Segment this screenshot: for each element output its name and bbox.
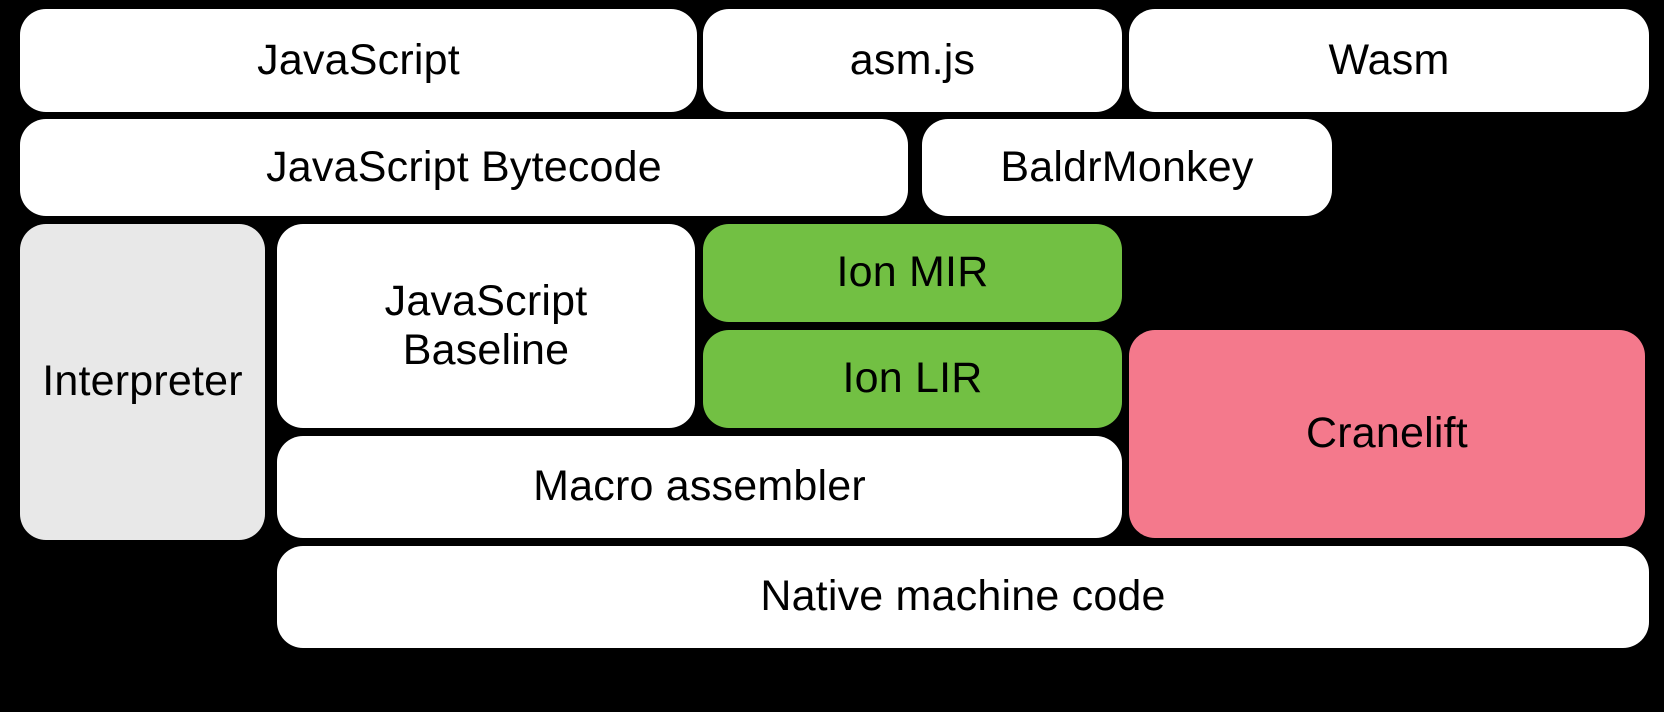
node-macro-assembler: Macro assembler xyxy=(277,436,1122,538)
node-baldrmonkey: BaldrMonkey xyxy=(922,119,1332,216)
node-ion-lir: Ion LIR xyxy=(703,330,1122,428)
node-ion-mir: Ion MIR xyxy=(703,224,1122,322)
node-javascript-bytecode: JavaScript Bytecode xyxy=(20,119,908,216)
node-native-machine-code: Native machine code xyxy=(277,546,1649,648)
node-interpreter: Interpreter xyxy=(20,224,265,540)
node-asmjs: asm.js xyxy=(703,9,1122,112)
node-wasm: Wasm xyxy=(1129,9,1649,112)
node-javascript: JavaScript xyxy=(20,9,697,112)
node-cranelift: Cranelift xyxy=(1129,330,1645,538)
node-javascript-baseline: JavaScript Baseline xyxy=(277,224,695,428)
